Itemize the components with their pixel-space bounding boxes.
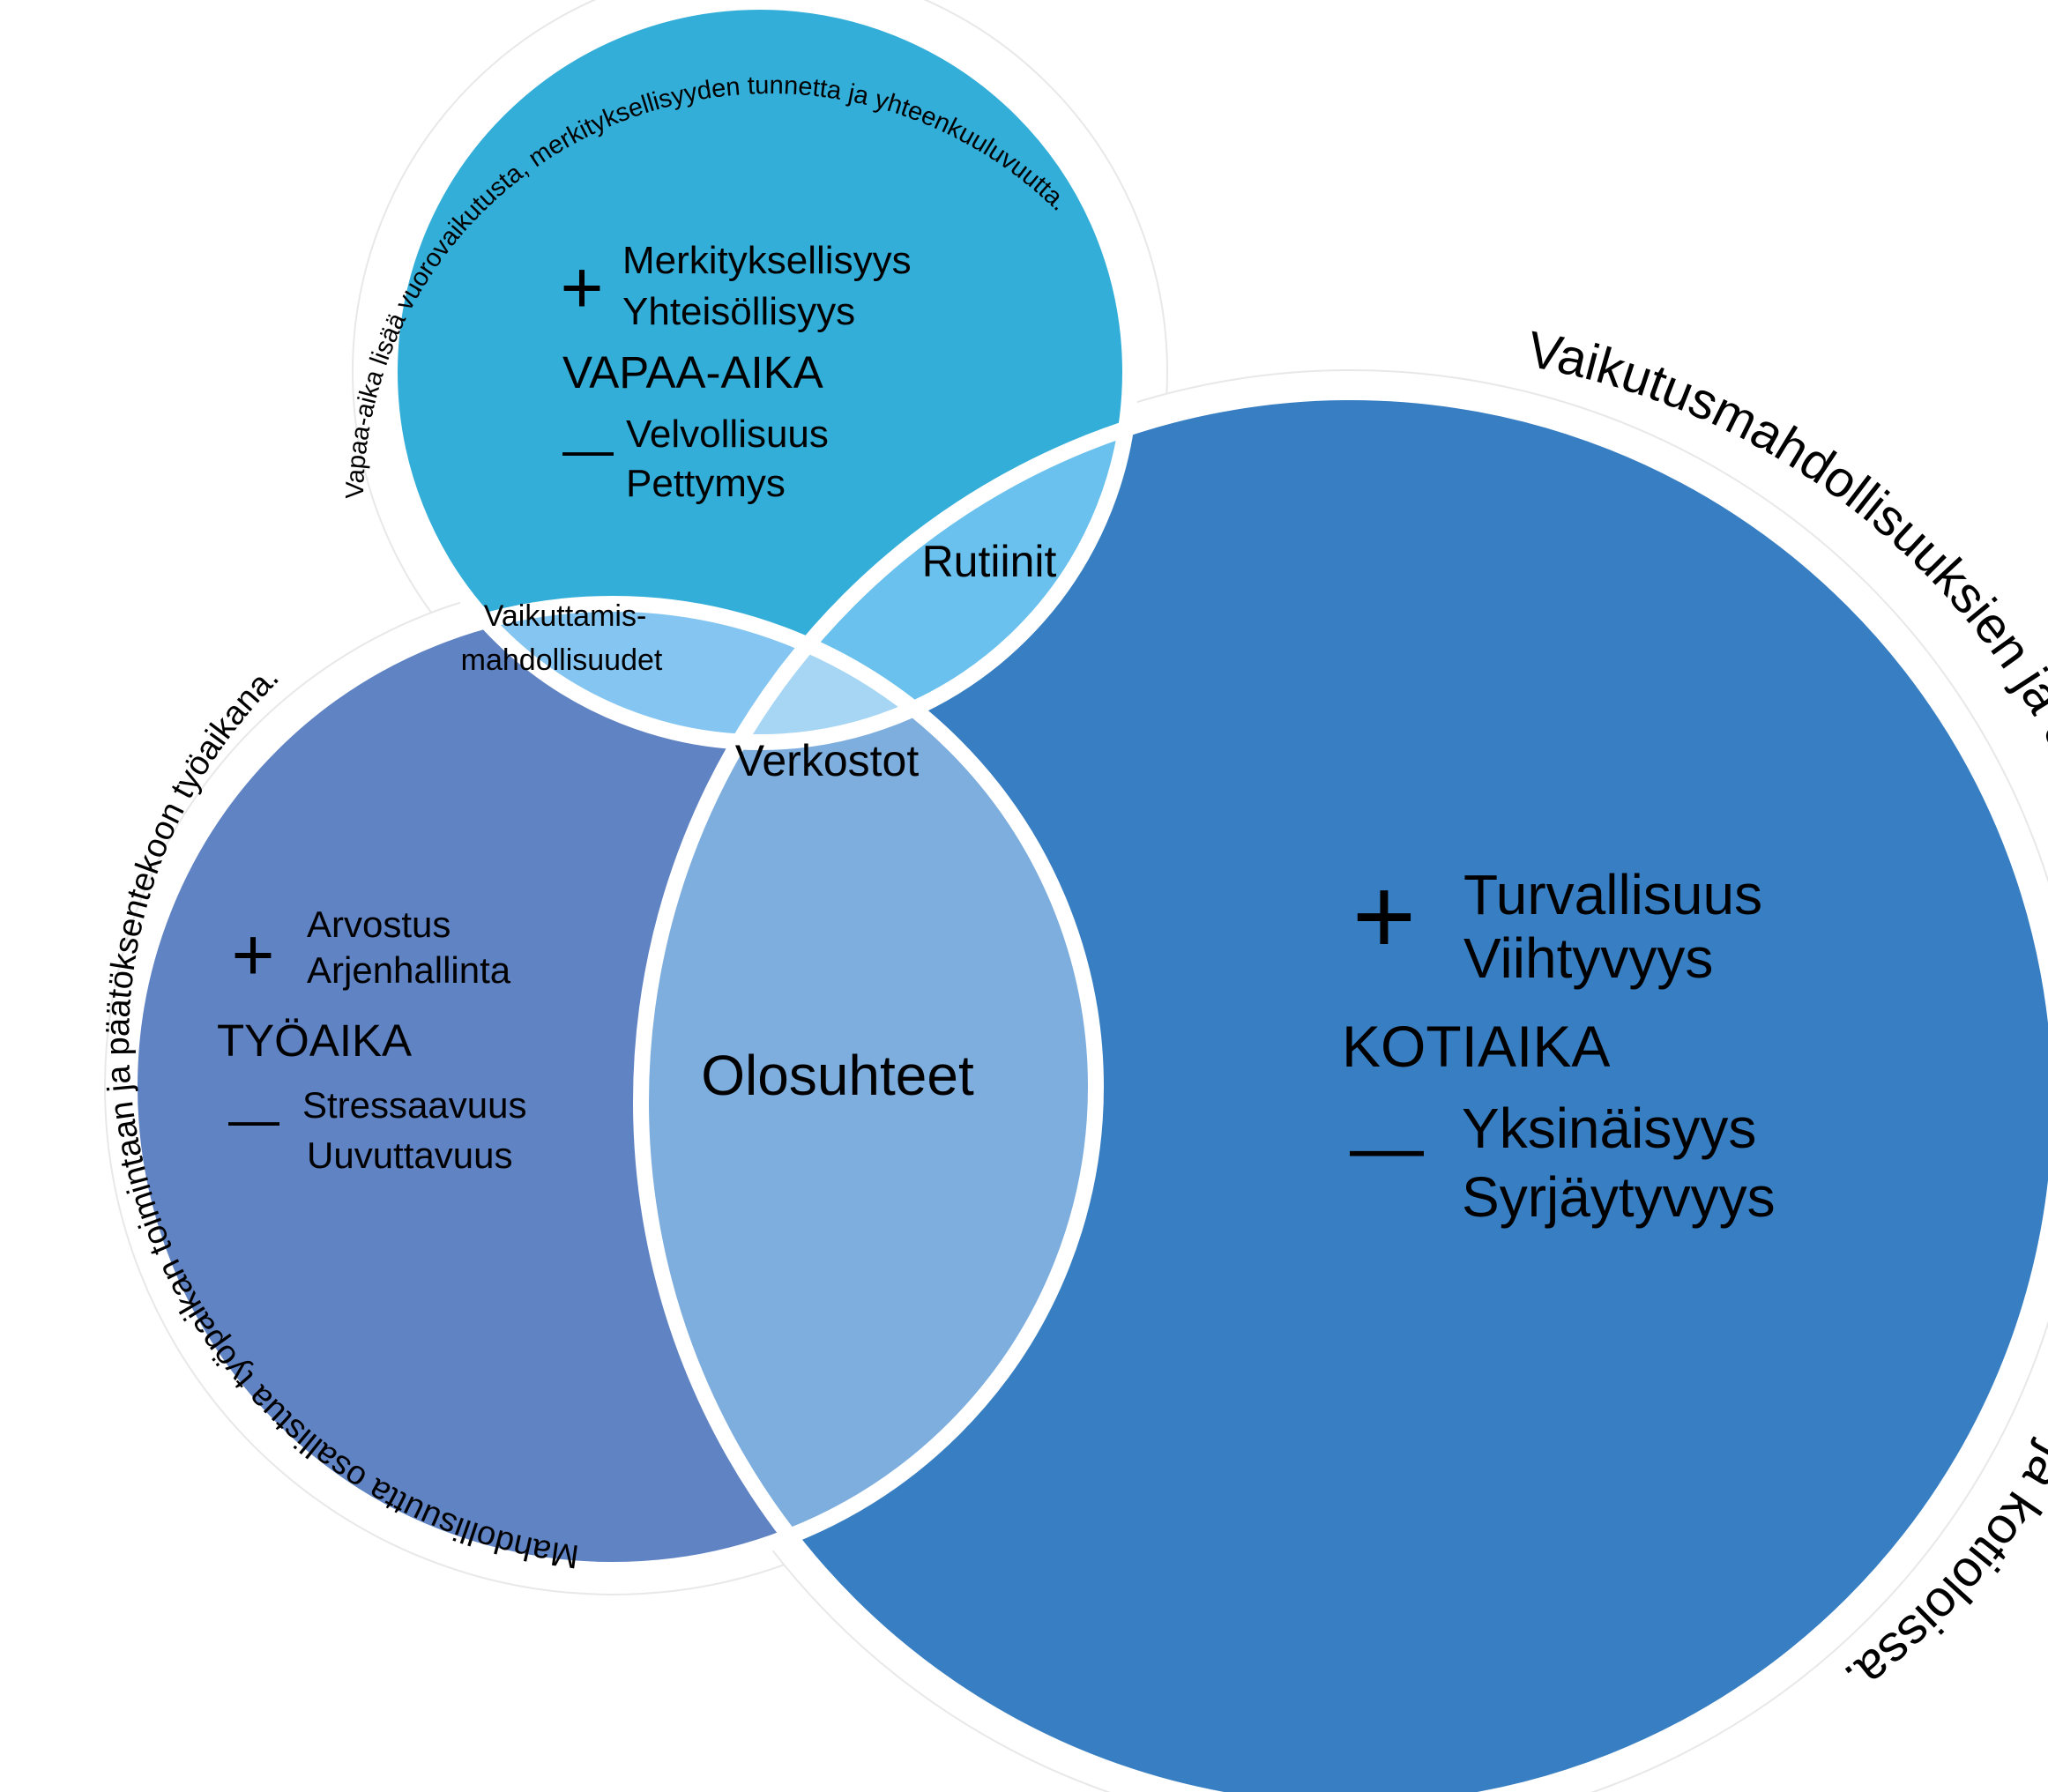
vapaa-minus-sign: — <box>562 421 614 479</box>
kotiaika-circle <box>641 392 2048 1792</box>
koti-plus-item: Viihtyvyys <box>1463 926 1713 990</box>
vapaa-minus-item: Pettymys <box>626 462 786 505</box>
koti-minus-item: Yksinäisyys <box>1462 1097 1756 1160</box>
koti-minus-item: Syrjäytyvyys <box>1462 1165 1776 1229</box>
tyoaika-content: + Arvostus Arjenhallinta TYÖAIKA — Stres… <box>217 903 526 1176</box>
vapaa-title: VAPAA-AIKA <box>562 347 823 398</box>
tyo-minus-sign: — <box>228 1091 279 1149</box>
vapaa-plus-sign: + <box>560 246 603 329</box>
koti-plus-item: Turvallisuus <box>1463 863 1762 926</box>
koti-title: KOTIAIKA <box>1342 1014 1610 1079</box>
overlap-vapaa-tyo-label: mahdollisuudet <box>461 643 663 677</box>
koti-plus-sign: + <box>1352 856 1416 978</box>
vapaa-plus-item: Merkityksellisyys <box>622 239 912 282</box>
tyo-plus-item: Arjenhallinta <box>307 949 511 991</box>
tyo-minus-item: Uuvuttavuus <box>307 1134 512 1176</box>
overlap-center-label: Verkostot <box>735 736 920 785</box>
overlap-vapaa-koti-label: Rutiinit <box>922 537 1057 586</box>
kotiaika-content: + Turvallisuus Viihtyvyys KOTIAIKA — Yks… <box>1342 856 1776 1229</box>
tyo-outline <box>122 596 1104 1578</box>
overlap-tyo-koti-label: Olosuhteet <box>701 1044 974 1107</box>
vapaa-minus-item: Velvollisuus <box>626 413 829 456</box>
tyo-title: TYÖAIKA <box>217 1015 412 1066</box>
vapaa-plus-item: Yhteisöllisyys <box>622 290 855 333</box>
circle-outlines <box>122 0 2048 1792</box>
vapaa-outline <box>382 0 1138 750</box>
vapaa-aika-content: + Merkityksellisyys Yhteisöllisyys VAPAA… <box>560 239 911 505</box>
tyo-plus-item: Arvostus <box>307 903 451 945</box>
tyo-plus-sign: + <box>231 913 274 996</box>
overlap-vapaa-tyo-label: Vaikuttamis- <box>484 599 647 633</box>
tyo-minus-item: Stressaavuus <box>302 1084 526 1126</box>
koti-outline <box>633 384 2048 1792</box>
koti-minus-sign: — <box>1350 1105 1424 1188</box>
